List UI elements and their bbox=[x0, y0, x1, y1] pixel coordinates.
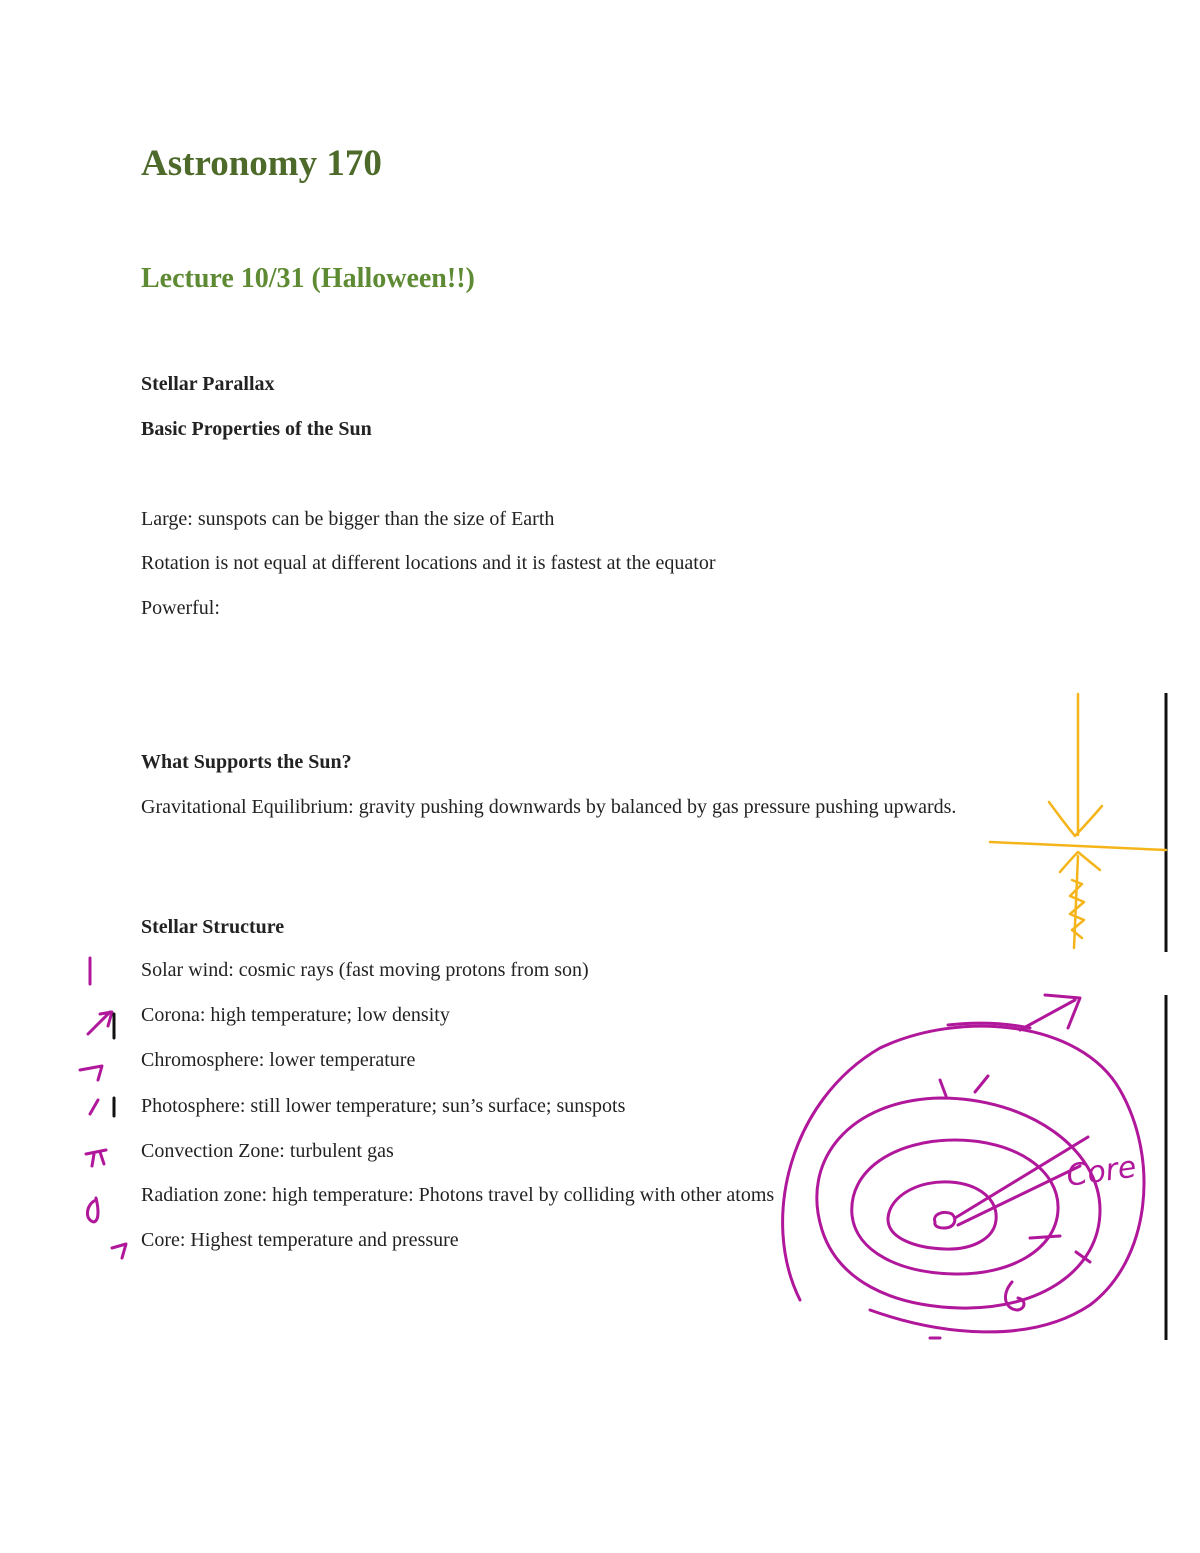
stellar-layers-sketch bbox=[781, 993, 1146, 1340]
gravity-arrow-head bbox=[1047, 800, 1104, 838]
marker-chromosphere bbox=[78, 1064, 104, 1082]
ring-2 bbox=[815, 1096, 1102, 1310]
marker-radiation bbox=[86, 1196, 100, 1224]
solar-wind-arrow bbox=[1018, 993, 1082, 1032]
property-powerful: Powerful: bbox=[141, 597, 220, 619]
tick-mark-top bbox=[938, 1074, 990, 1098]
topic-basic-properties: Basic Properties of the Sun bbox=[141, 418, 372, 440]
pressure-arrow-shaft bbox=[1068, 854, 1086, 950]
lecture-subtitle: Lecture 10/31 (Halloween!!) bbox=[141, 263, 475, 294]
core-label: Core bbox=[1064, 1150, 1138, 1194]
property-rotation: Rotation is not equal at different locat… bbox=[141, 552, 716, 574]
layer-solar-wind: Solar wind: cosmic rays (fast moving pro… bbox=[141, 959, 589, 981]
marker-photosphere bbox=[88, 1098, 100, 1116]
core-dot bbox=[933, 1210, 957, 1230]
left-margin-markers bbox=[78, 956, 128, 1260]
property-large: Large: sunspots can be bigger than the s… bbox=[141, 508, 555, 530]
layer-convection-zone: Convection Zone: turbulent gas bbox=[141, 1140, 394, 1162]
pressure-arrow-head bbox=[1058, 850, 1102, 874]
outer-arc-mark bbox=[946, 1021, 1032, 1030]
support-heading: What Supports the Sun? bbox=[141, 751, 352, 773]
tick-mark-right bbox=[1028, 1234, 1092, 1264]
layer-chromosphere: Chromosphere: lower temperature bbox=[141, 1049, 416, 1071]
document-title: Astronomy 170 bbox=[141, 143, 382, 184]
core-pointer-line bbox=[953, 1135, 1090, 1220]
tick-mark-bottom bbox=[1003, 1280, 1026, 1312]
marker-corona bbox=[86, 1010, 114, 1036]
outer-ring bbox=[781, 1024, 1146, 1334]
structure-heading: Stellar Structure bbox=[141, 916, 285, 938]
surface-line bbox=[988, 840, 1168, 852]
support-text: Gravitational Equilibrium: gravity pushi… bbox=[141, 796, 957, 818]
ring-4 bbox=[886, 1180, 998, 1251]
core-pointer-line-2 bbox=[956, 1164, 1082, 1227]
marker-core bbox=[110, 1242, 128, 1260]
ring-3 bbox=[850, 1138, 1060, 1276]
marker-convection bbox=[84, 1148, 108, 1168]
layer-radiation-zone: Radiation zone: high temperature: Photon… bbox=[141, 1184, 775, 1206]
layer-corona: Corona: high temperature; low density bbox=[141, 1004, 450, 1026]
layer-core: Core: Highest temperature and pressure bbox=[141, 1229, 459, 1251]
topic-stellar-parallax: Stellar Parallax bbox=[141, 373, 275, 395]
layer-photosphere: Photosphere: still lower temperature; su… bbox=[141, 1095, 626, 1117]
